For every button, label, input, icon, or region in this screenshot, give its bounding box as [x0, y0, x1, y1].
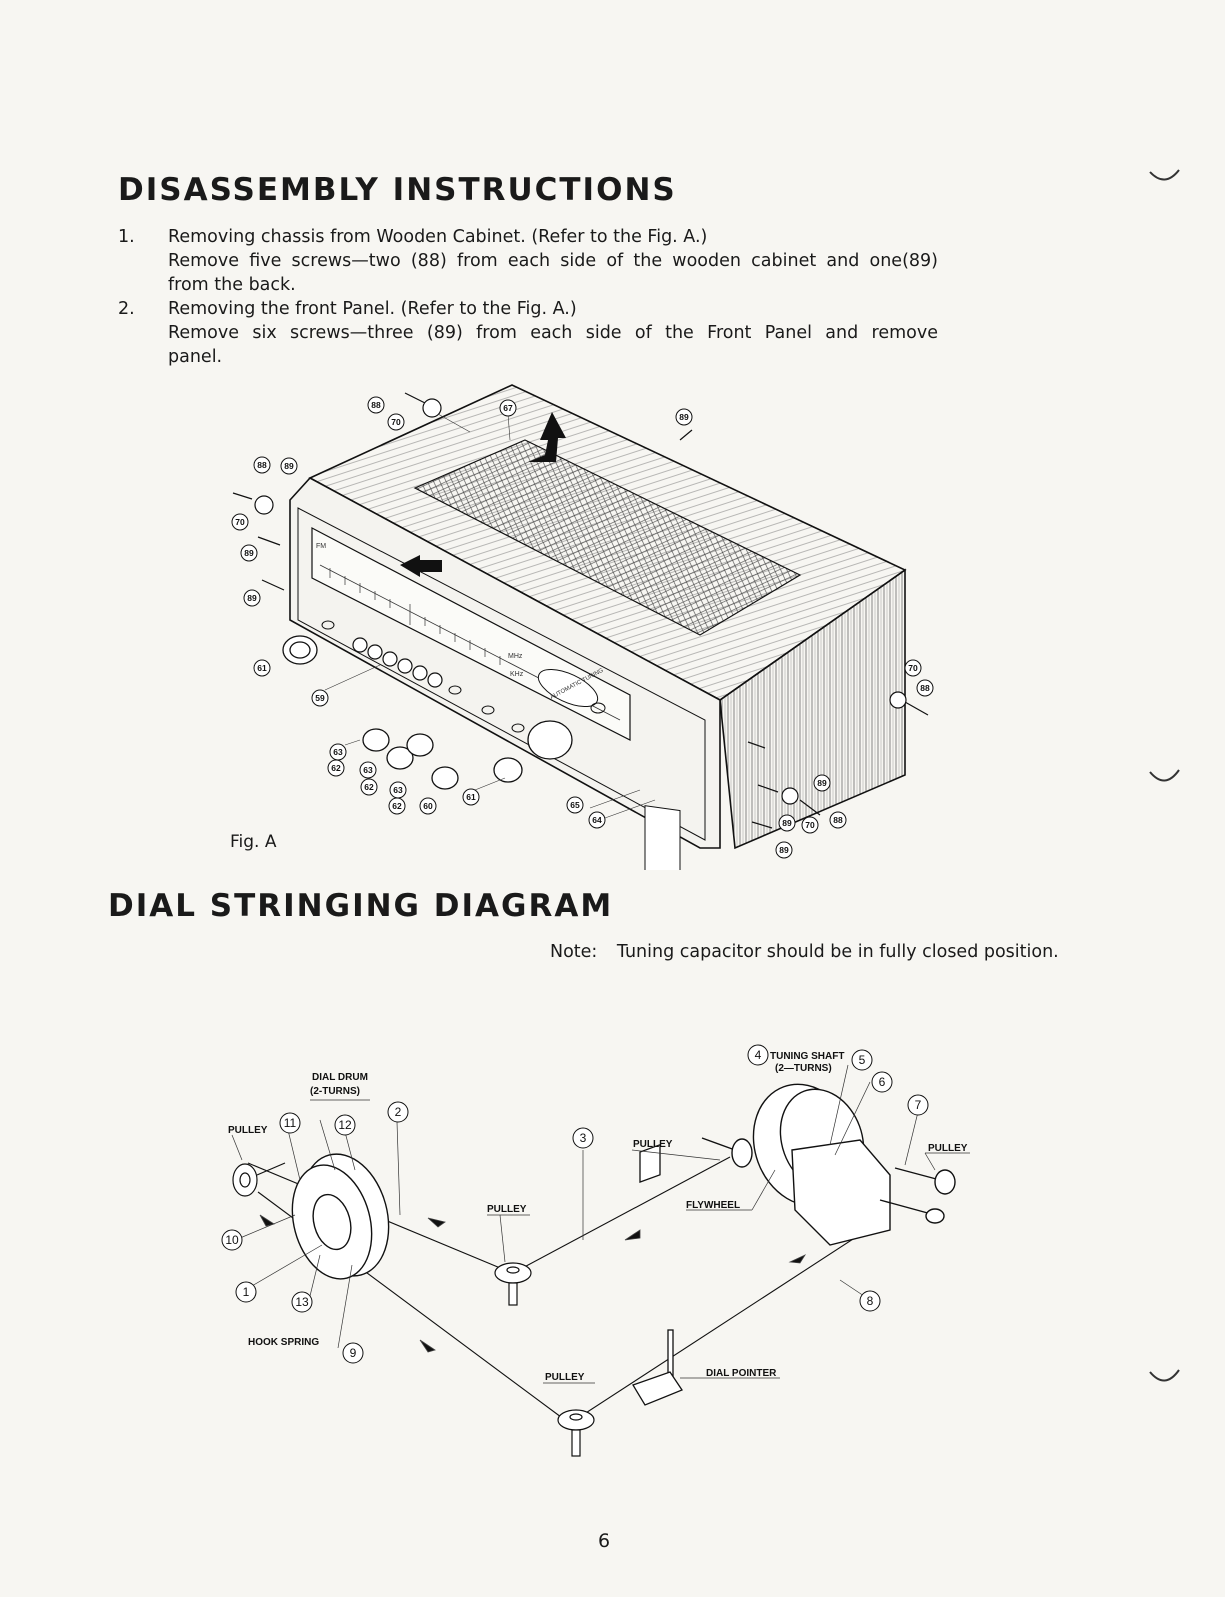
svg-text:89: 89	[247, 593, 257, 603]
callout-circles	[231, 396, 934, 859]
dial-drum-label: DIAL DRUM	[312, 1072, 368, 1083]
svg-text:2: 2	[395, 1105, 402, 1119]
step-number: 2.	[118, 299, 135, 319]
svg-text:12: 12	[338, 1118, 352, 1132]
dial-stringing-title: DIAL STRINGING DIAGRAM	[108, 888, 614, 924]
figure-a-caption: Fig. A	[230, 832, 277, 852]
note: Note: Tuning capacitor should be in full…	[550, 942, 1059, 962]
bottom-pulley-label: PULLEY	[545, 1372, 585, 1383]
svg-text:89: 89	[817, 778, 827, 788]
mhz-label: MHz	[508, 653, 523, 660]
hook-spring-label: HOOK SPRING	[248, 1337, 319, 1348]
dial-drum	[291, 1153, 390, 1280]
svg-text:10: 10	[225, 1233, 239, 1247]
left-pulley	[232, 1162, 286, 1197]
note-label: Note:	[550, 942, 598, 962]
svg-text:70: 70	[805, 820, 815, 830]
tuning-shaft-bracket	[701, 1137, 956, 1246]
dial-pointer	[632, 1143, 683, 1406]
step-1-text: Remove five screws—two (88) from each si…	[168, 251, 938, 271]
svg-text:11: 11	[284, 1116, 297, 1130]
step-number: 1.	[118, 227, 135, 247]
svg-text:67: 67	[503, 403, 513, 413]
callout-numbers: 1 2 3 4 5 6 7 8 9 10 11 12 13	[225, 1048, 921, 1360]
svg-text:63: 63	[333, 747, 343, 757]
up-arrow-icon	[528, 412, 566, 462]
page-number: 6	[598, 1530, 611, 1552]
svg-text:89: 89	[284, 461, 294, 471]
step-1-text-cont: from the back.	[168, 275, 296, 295]
left-pulley-label: PULLEY	[228, 1125, 268, 1136]
top-grille	[413, 439, 802, 636]
svg-text:89: 89	[782, 818, 792, 828]
svg-text:63: 63	[393, 785, 403, 795]
step-2-title: Removing the front Panel. (Refer to the …	[168, 299, 577, 319]
svg-text:6: 6	[879, 1075, 886, 1089]
svg-text:9: 9	[350, 1346, 357, 1360]
figure-a-receiver-drawing: FM MHz KHz AUTOMATIC TUNING	[231, 384, 934, 870]
tuning-shaft-label: TUNING SHAFT	[770, 1051, 844, 1062]
flywheel-label: FLYWHEEL	[686, 1200, 740, 1211]
svg-text:5: 5	[859, 1053, 866, 1067]
switch-row	[352, 637, 443, 688]
svg-text:89: 89	[244, 548, 254, 558]
svg-text:4: 4	[755, 1048, 762, 1062]
svg-text:62: 62	[392, 801, 402, 811]
dial-stringing-diagram: 1 2 3 4 5 6 7 8 9 10 11 12 13 DIAL DRUM …	[221, 1044, 970, 1457]
binder-hole-marks	[1149, 169, 1180, 1382]
bottom-pulley	[557, 1409, 595, 1457]
screws	[232, 392, 929, 829]
step-1-title: Removing chassis from Wooden Cabinet. (R…	[168, 227, 708, 247]
svg-text:3: 3	[580, 1131, 587, 1145]
instruction-step-1: 1. Removing chassis from Wooden Cabinet.…	[118, 225, 938, 297]
callout-numbers: 88 70 67 89 88 89 70 89 89 61 59 63 62 6…	[235, 400, 930, 855]
svg-text:88: 88	[257, 460, 267, 470]
part-labels: DIAL DRUM (2-TURNS) PULLEY PULLEY PULLEY…	[228, 1051, 968, 1383]
svg-text:70: 70	[391, 417, 401, 427]
svg-text:88: 88	[371, 400, 381, 410]
tuning-shaft-turns-label: (2—TURNS)	[775, 1063, 832, 1074]
loose-knobs	[282, 635, 573, 790]
svg-text:89: 89	[679, 412, 689, 422]
left-arrow-icon	[400, 555, 442, 577]
svg-text:70: 70	[908, 663, 918, 673]
middle-pulley	[494, 1262, 532, 1306]
disassembly-title: DISASSEMBLY INSTRUCTIONS	[118, 172, 677, 208]
step-2-text: Remove six screws—three (89) from each s…	[168, 323, 938, 343]
instruction-step-2: 2. Removing the front Panel. (Refer to t…	[118, 297, 938, 369]
svg-text:62: 62	[364, 782, 374, 792]
svg-text:70: 70	[235, 517, 245, 527]
svg-text:59: 59	[315, 693, 325, 703]
step-2-text-cont: panel.	[168, 347, 223, 367]
svg-text:64: 64	[592, 815, 602, 825]
svg-text:1: 1	[243, 1285, 250, 1299]
svg-text:63: 63	[363, 765, 373, 775]
right-pulley-label: PULLEY	[928, 1143, 968, 1154]
svg-text:60: 60	[423, 801, 433, 811]
svg-text:89: 89	[779, 845, 789, 855]
svg-text:7: 7	[915, 1098, 922, 1112]
svg-text:62: 62	[331, 763, 341, 773]
svg-text:65: 65	[570, 800, 580, 810]
middle-pulley-label: PULLEY	[487, 1204, 527, 1215]
svg-text:13: 13	[295, 1295, 309, 1309]
khz-label: KHz	[510, 671, 524, 678]
note-text: Tuning capacitor should be in fully clos…	[616, 942, 1059, 962]
fm-label: FM	[316, 543, 326, 550]
callout-circles	[221, 1044, 929, 1364]
cabinet-side	[719, 568, 906, 850]
svg-text:88: 88	[920, 683, 930, 693]
instruction-list: 1. Removing chassis from Wooden Cabinet.…	[118, 225, 938, 369]
flywheel-pulley-label: PULLEY	[633, 1139, 673, 1150]
dial-pointer-label: DIAL POINTER	[706, 1368, 777, 1379]
svg-text:8: 8	[867, 1294, 874, 1308]
svg-text:88: 88	[833, 815, 843, 825]
dial-drum-turns-label: (2-TURNS)	[310, 1086, 360, 1097]
svg-text:61: 61	[257, 663, 267, 673]
svg-text:61: 61	[466, 792, 476, 802]
